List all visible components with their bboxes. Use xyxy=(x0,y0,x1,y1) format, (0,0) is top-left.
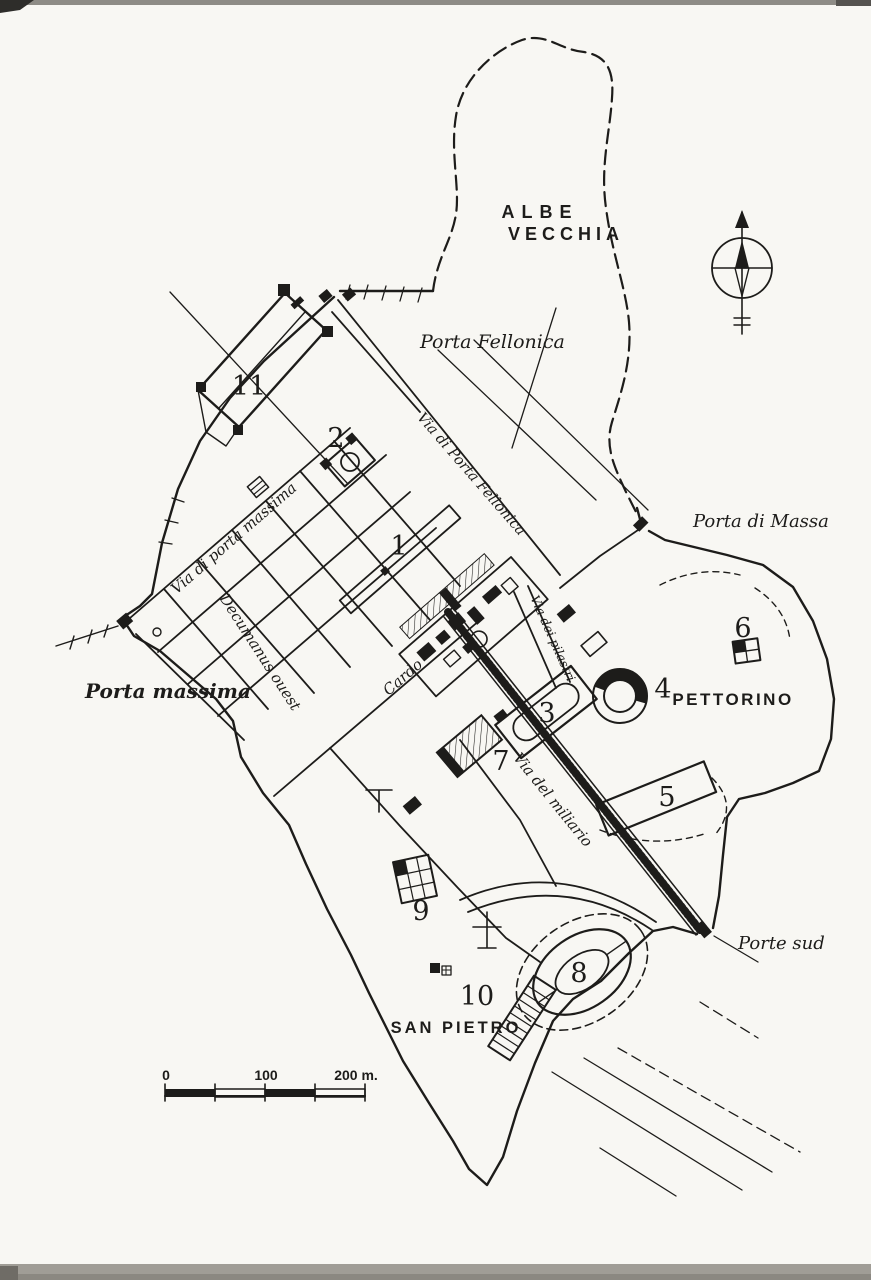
marker-3: 3 xyxy=(538,698,555,729)
label-albe-vecchia-line1: ALBE xyxy=(502,202,579,222)
porta-fellonica-gate xyxy=(318,287,357,303)
tower-mark xyxy=(233,425,243,435)
tower-mark xyxy=(322,326,333,337)
porte-sud-gate xyxy=(694,920,712,939)
building-5 xyxy=(595,760,718,837)
label-porta-fellonica: Porta Fellonica xyxy=(419,331,565,353)
minor-roads xyxy=(135,527,657,963)
tower-mark xyxy=(278,284,290,296)
label-porte-sud: Porte sud xyxy=(737,933,825,954)
compass-rose-icon xyxy=(711,210,773,335)
city-gates xyxy=(116,287,712,939)
block-1-long-building xyxy=(338,504,462,615)
marker-5: 5 xyxy=(658,782,675,813)
marker-1: 1 xyxy=(390,531,407,562)
porta-di-massa-gate xyxy=(632,516,649,532)
round-building xyxy=(470,630,488,648)
porta-massima-outer-road xyxy=(55,624,119,650)
building-10 xyxy=(487,974,557,1062)
grid-long-streets xyxy=(129,427,481,797)
south-east-dashed-lines xyxy=(617,1001,801,1153)
marker-10: 10 xyxy=(460,981,494,1012)
label-pettorino: PETTORINO xyxy=(672,690,793,709)
albe-vecchia-dashed-outline xyxy=(431,36,640,518)
misc-marks xyxy=(365,789,502,976)
grid-cross-streets xyxy=(163,440,461,710)
porta-massima-gate xyxy=(116,612,162,637)
scale-tick-100: 100 xyxy=(254,1067,278,1083)
city-wall-outline xyxy=(120,289,836,1187)
modern-road-lines xyxy=(169,291,649,511)
via-del-miliario-edges xyxy=(443,607,707,936)
building-2-temple xyxy=(319,432,376,488)
temple-7 xyxy=(435,713,504,779)
via-del-miliario-road xyxy=(444,608,704,934)
numbered-markers: 1 2 3 4 5 6 7 8 9 10 11 xyxy=(232,371,752,1012)
labels: ALBE VECCHIA Porta Fellonica Porta di Ma… xyxy=(84,202,829,1037)
label-san-pietro: SAN PIETRO xyxy=(391,1019,522,1037)
marker-8: 8 xyxy=(570,958,587,989)
road-junction-mark xyxy=(439,587,462,612)
south-east-lines xyxy=(551,935,773,1197)
main-roads xyxy=(55,299,801,1197)
scale-bar: 0 100 200 m. xyxy=(162,1067,378,1102)
street-grid xyxy=(129,427,481,797)
marker-4: 4 xyxy=(654,674,671,705)
terrain-dashed-contours xyxy=(599,571,791,842)
label-albe-vecchia-line2: VECCHIA xyxy=(508,224,624,244)
marker-11: 11 xyxy=(232,371,266,402)
via-di-porta-fellonica-road xyxy=(331,299,561,576)
marker-2: 2 xyxy=(327,423,344,454)
building-3 xyxy=(493,664,598,760)
scale-tick-0: 0 xyxy=(162,1067,170,1083)
forum-complex xyxy=(398,553,608,698)
tower-mark xyxy=(196,382,206,392)
label-porta-massima: Porta massima xyxy=(84,679,251,703)
marker-7: 7 xyxy=(492,746,509,777)
hemicycle-4 xyxy=(592,668,648,724)
scale-tick-200: 200 m. xyxy=(334,1067,378,1083)
small-structure xyxy=(246,475,270,499)
marker-6: 6 xyxy=(734,613,751,644)
label-porta-di-massa: Porta di Massa xyxy=(692,511,829,532)
building-11 xyxy=(196,284,333,447)
building-9 xyxy=(392,853,438,905)
building-6 xyxy=(731,637,762,665)
marker-9: 9 xyxy=(412,896,429,927)
